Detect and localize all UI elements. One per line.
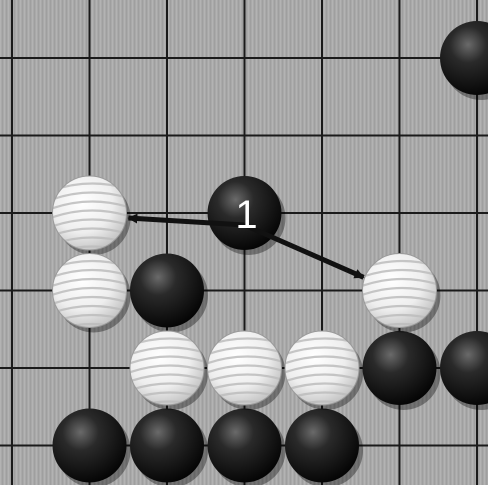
black-stone[interactable] (130, 254, 204, 328)
black-stone[interactable] (363, 331, 437, 405)
black-stone[interactable] (285, 409, 359, 483)
black-stone[interactable] (130, 409, 204, 483)
black-stone[interactable] (208, 409, 282, 483)
move-number-label: 1 (235, 193, 257, 237)
black-stone[interactable] (53, 409, 127, 483)
